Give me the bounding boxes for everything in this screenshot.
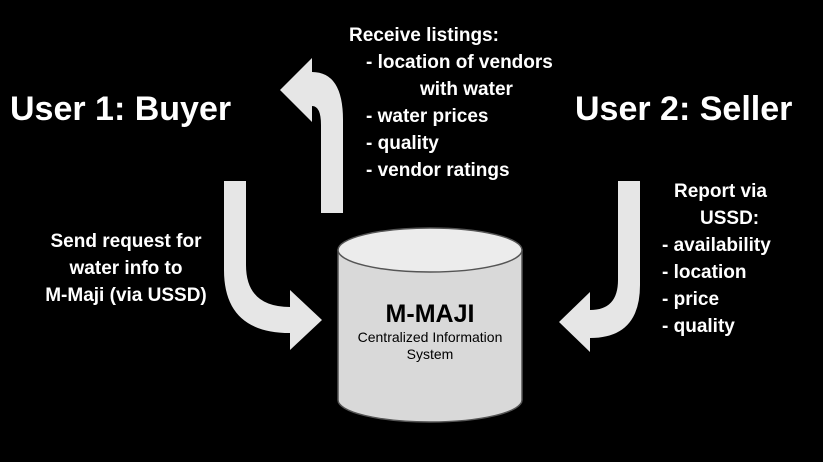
seller-report-item: - location	[662, 262, 747, 283]
seller-report-text: Report via USSD: - availability - locati…	[662, 178, 822, 340]
system-subtitle: Centralized Information System	[330, 329, 530, 363]
seller-report-item: - availability	[662, 235, 771, 256]
report-arrow-icon	[559, 181, 640, 352]
database-cylinder-icon	[337, 227, 523, 423]
seller-title: User 2: Seller	[575, 90, 793, 128]
listings-item: - quality	[366, 133, 439, 154]
listings-arrow-icon	[280, 58, 343, 213]
listings-text: Receive listings: - location of vendors …	[348, 22, 588, 184]
seller-report-header: Report via	[674, 181, 767, 202]
buyer-title: User 1: Buyer	[10, 90, 232, 128]
listings-header: Receive listings:	[349, 25, 499, 46]
system-name: M-MAJI	[385, 300, 475, 328]
system-subtitle-line: Centralized Information	[357, 329, 503, 345]
listings-item: - water prices	[366, 106, 489, 127]
seller-report-item: - quality	[662, 316, 735, 337]
seller-report-item: - price	[662, 289, 720, 310]
buyer-request-text: Send request for water info to M-Maji (v…	[16, 228, 236, 309]
seller-report-header: USSD:	[700, 208, 760, 229]
system-subtitle-line: System	[406, 346, 454, 362]
listings-item: - location of vendors	[366, 52, 553, 73]
buyer-request-line: Send request for	[50, 231, 202, 252]
buyer-request-line: M-Maji (via USSD)	[45, 285, 207, 306]
listings-item-continued: with water	[420, 79, 513, 100]
request-arrow-icon	[224, 181, 322, 350]
buyer-request-line: water info to	[69, 258, 183, 279]
listings-item: - vendor ratings	[366, 160, 510, 181]
